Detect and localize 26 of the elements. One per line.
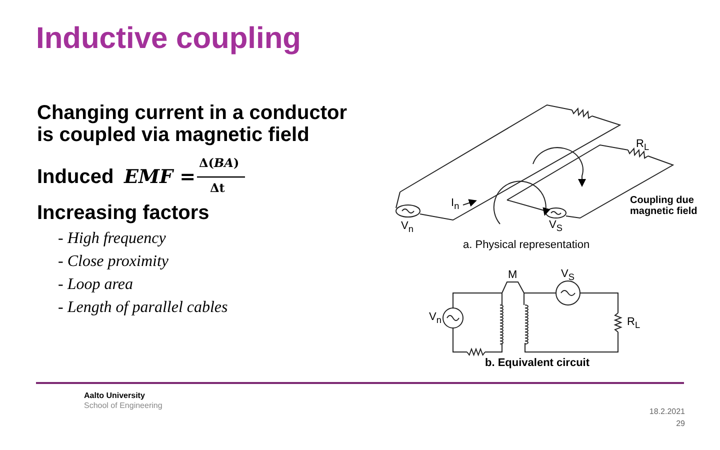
date-text: 18.2.2021 — [649, 408, 685, 417]
figure-caption: a. Physical representation — [463, 239, 590, 252]
source-label: V$_{n}$ — [429, 311, 442, 326]
figure-caption: b. Equivalent circuit — [485, 357, 590, 370]
institution-name: Aalto University — [84, 392, 145, 401]
equation-text: EMF = — [124, 167, 196, 188]
page-number: 29 — [676, 420, 685, 429]
resistor-label: R$_{L}$ — [636, 138, 650, 152]
fraction-denominator: Δt — [210, 182, 225, 196]
heading-text: Increasing factors — [37, 202, 210, 224]
list-item: - Close proximity — [58, 253, 168, 271]
annotation-text: Coupling due magnetic field — [630, 195, 698, 217]
slide-title: Inductive coupling — [36, 22, 302, 55]
list-item: - Loop area — [58, 276, 133, 294]
coupling-label: M — [508, 269, 518, 282]
list-item: - Length of parallel cables — [58, 299, 228, 317]
institution-name: School of Engineering — [84, 402, 162, 411]
fraction-numerator: Δ(BA) — [199, 157, 240, 170]
list-item: - High frequency — [58, 230, 166, 248]
source-label: V$_{S}$ — [561, 268, 574, 282]
body-text: Induced — [37, 166, 114, 188]
resistor-label: R$_{L}$ — [627, 316, 640, 330]
current-label: I$_{n}$ — [451, 197, 460, 212]
source-label: V$_{S}$ — [549, 219, 562, 234]
source-label: V$_{n}$ — [401, 220, 414, 234]
body-text: Changing current in a conductor is coupled via magnetic field — [37, 102, 348, 146]
